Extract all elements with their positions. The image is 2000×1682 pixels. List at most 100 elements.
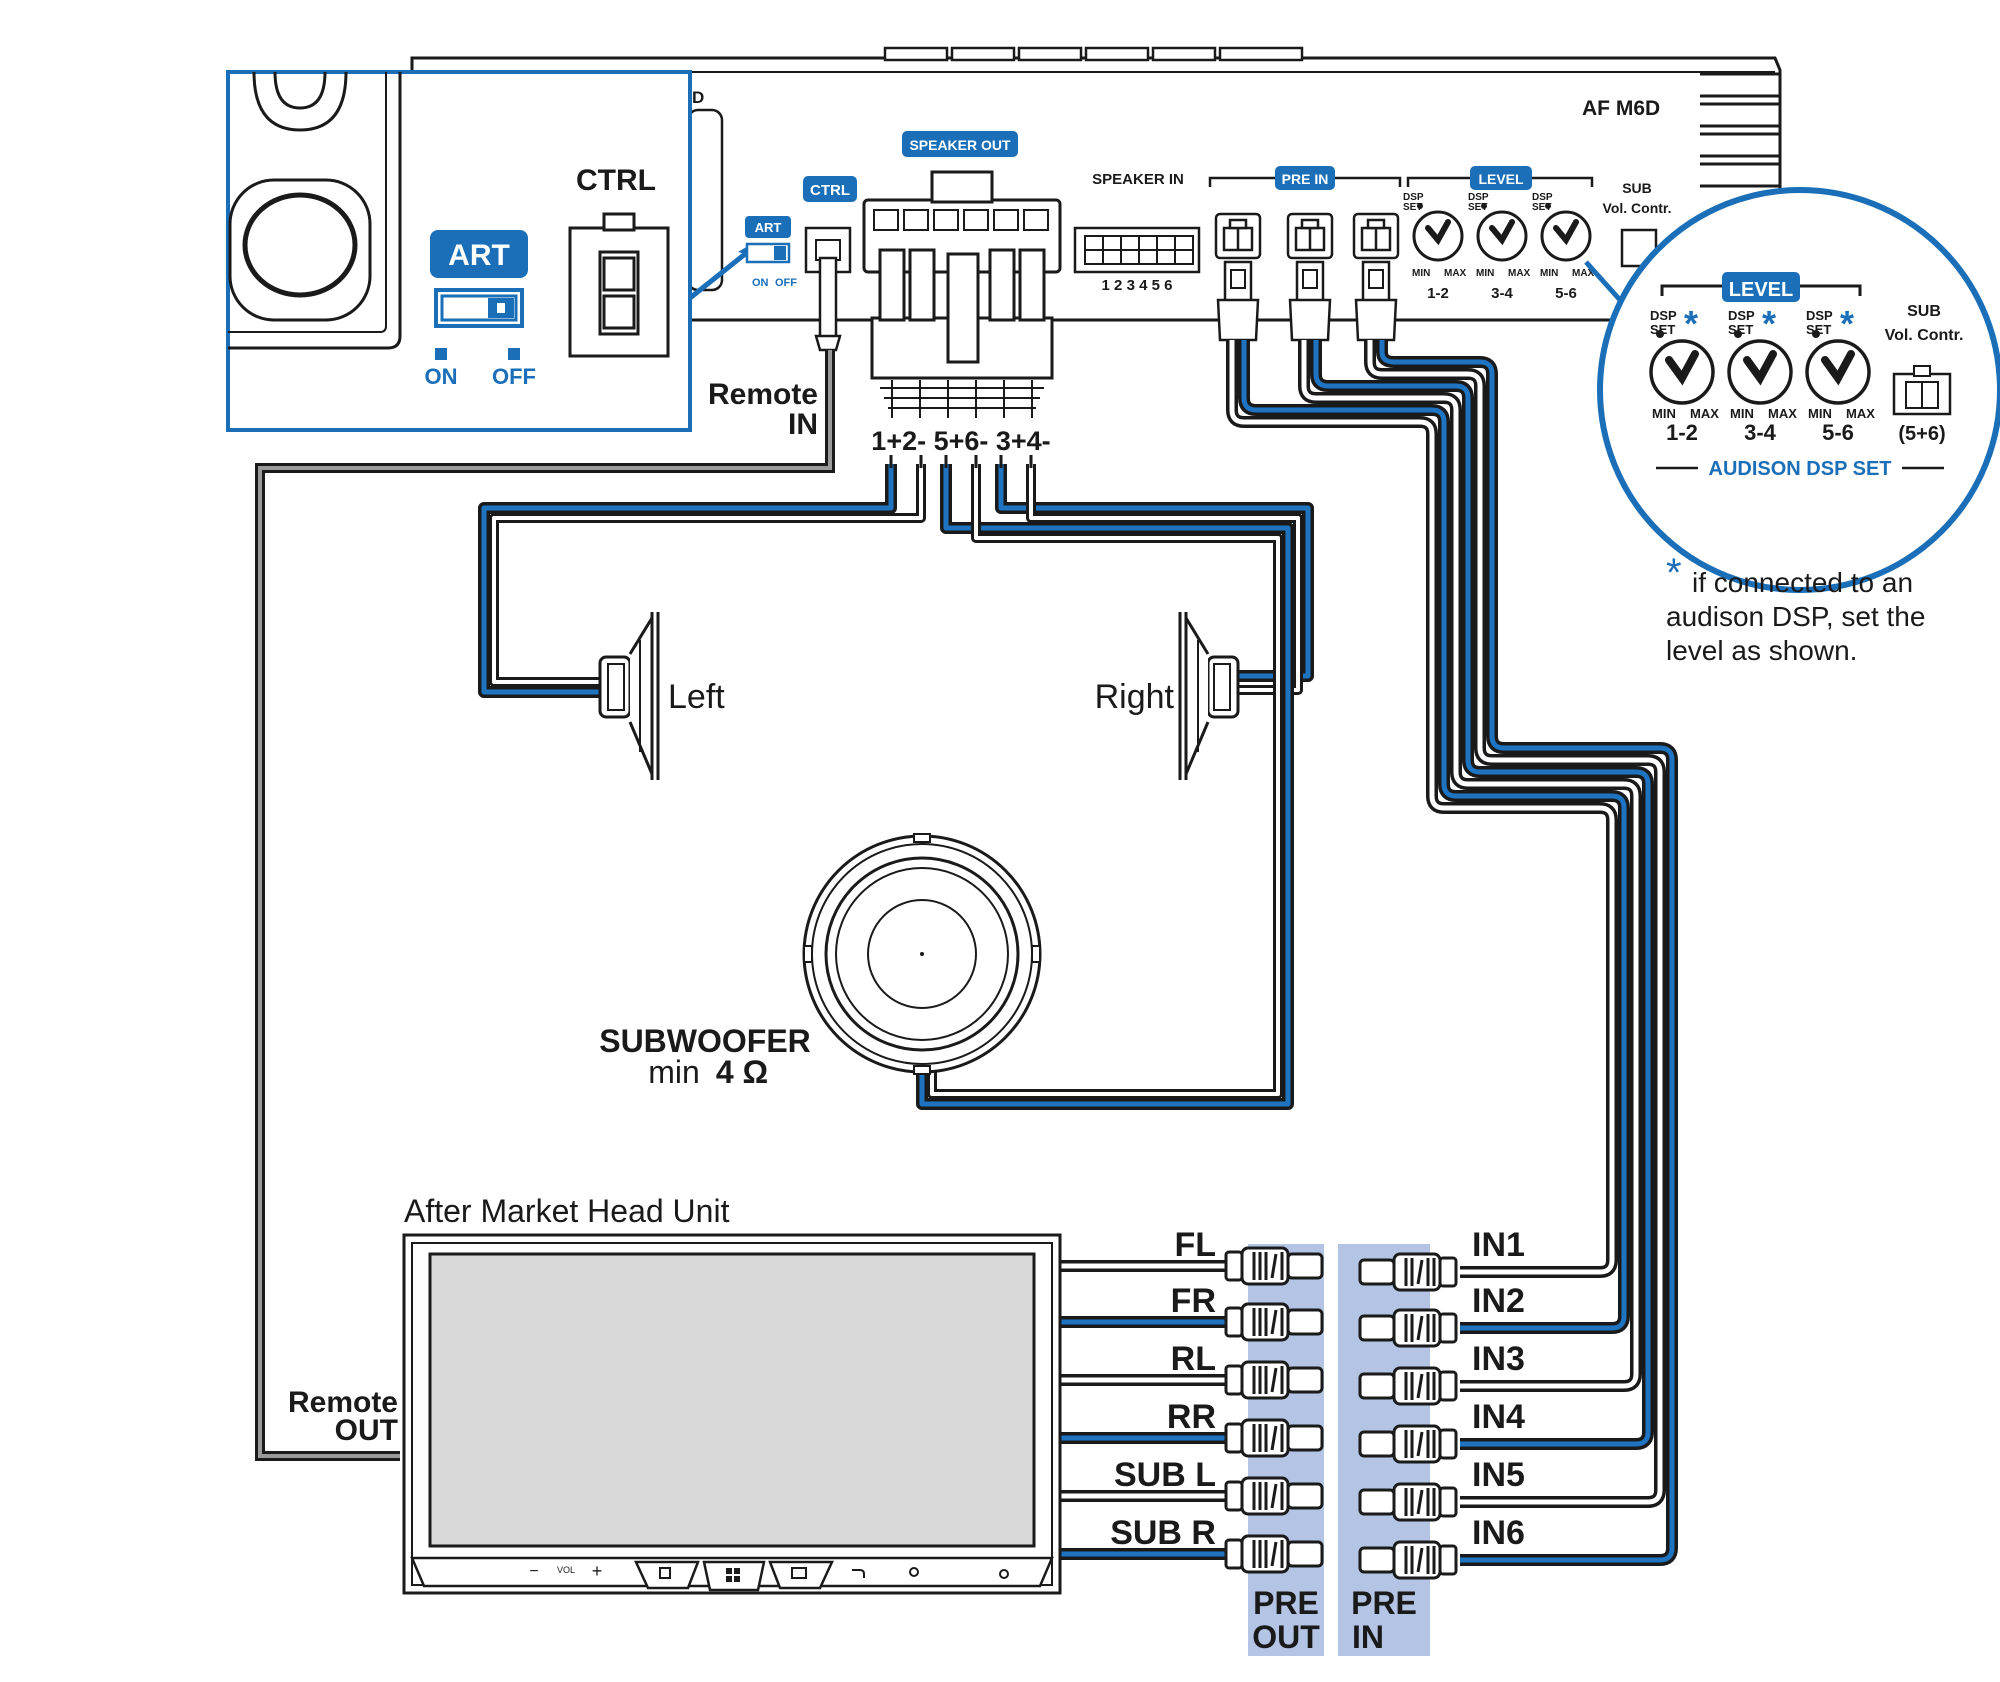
pre-out-label-1: PRE	[1253, 1585, 1319, 1621]
pre-in-label-1: PRE	[1351, 1585, 1417, 1621]
head-unit-screen[interactable]	[428, 1252, 1036, 1548]
rca-in-4[interactable]	[1358, 1424, 1458, 1464]
art-badge	[745, 216, 791, 238]
max-label-1: MAX	[1444, 268, 1467, 279]
max-label-2: MAX	[1508, 268, 1531, 279]
inset-max-3: MAX	[1846, 406, 1875, 421]
rca-in-3[interactable]	[1358, 1366, 1458, 1406]
dsp-level-inset: LEVEL DSP SET * DSP SET * DSP SET * MIN …	[1584, 187, 2000, 593]
sub-vol-label: Vol. Contr.	[1603, 200, 1672, 216]
subwoofer-impedance-prefix: min	[648, 1054, 700, 1090]
art-ctrl-inset: CTRL ART ON OFF	[226, 70, 748, 432]
pre-in-ch-3: IN3	[1472, 1340, 1525, 1378]
back-icon[interactable]	[852, 1569, 865, 1578]
inset-asterisk-3: *	[1840, 303, 1854, 344]
pre-out-ch-rr: RR	[1167, 1398, 1216, 1436]
amplifier-model: AF M6D	[1582, 97, 1660, 120]
subwoofer	[802, 833, 1042, 1075]
rca-out-sub-r[interactable]	[1224, 1534, 1324, 1574]
inset-asterisk-2: *	[1762, 303, 1776, 344]
note-line-1: if connected to an	[1692, 567, 1913, 598]
inset-sub-vol-port	[1892, 365, 1952, 416]
knob-small-label-2: 3-4	[1491, 285, 1513, 302]
pre-out-wires	[1058, 1260, 1226, 1560]
min-label-3: MIN	[1540, 268, 1558, 279]
vol-label: VOL	[557, 1565, 575, 1575]
wiring	[255, 340, 1678, 1566]
knob-small-label-1: 1-2	[1427, 285, 1449, 302]
inset-art-switch[interactable]	[434, 288, 524, 328]
pre-in-ports	[1214, 212, 1400, 342]
vol-minus-button[interactable]: −	[529, 1563, 538, 1580]
inset-dsp-2: DSP	[1728, 308, 1755, 323]
inset-sub-label: SUB	[1907, 303, 1941, 320]
pre-in-ch-6: IN6	[1472, 1514, 1525, 1552]
left-speaker	[598, 612, 660, 780]
art-off-label: OFF	[775, 277, 797, 289]
inset-min-2: MIN	[1730, 406, 1754, 421]
dsp-set-label-3b: SET	[1532, 202, 1551, 213]
inset-asterisk-1: *	[1684, 303, 1698, 344]
pre-in-ch-5: IN5	[1472, 1456, 1525, 1494]
pre-in-label-2: IN	[1352, 1619, 1384, 1655]
remote-in-label-2: IN	[788, 408, 818, 441]
art-switch-small[interactable]	[745, 242, 791, 264]
inset-level-badge	[1722, 272, 1800, 302]
right-speaker	[1178, 612, 1240, 780]
remote-in-label-1: Remote	[708, 378, 818, 411]
power-icon[interactable]	[999, 1569, 1009, 1579]
rca-in-1[interactable]	[1358, 1252, 1458, 1292]
dsp-set-label-1: DSP	[1403, 192, 1424, 203]
rca-out-rr[interactable]	[1224, 1418, 1324, 1458]
note-asterisk: *	[1666, 551, 1682, 595]
head-unit-left-button[interactable]	[634, 1560, 700, 1590]
rca-in-5[interactable]	[1358, 1482, 1458, 1522]
pre-out-ch-fr: FR	[1171, 1282, 1216, 1320]
speaker-pin-block: 1+2- 5+6- 3+4-	[871, 418, 1054, 468]
rca-out-fr[interactable]	[1224, 1302, 1324, 1342]
inset-caption: AUDISON DSP SET	[1709, 458, 1892, 480]
speaker-out-connector	[862, 170, 1062, 420]
min-label-1: MIN	[1412, 268, 1430, 279]
pre-in-harness	[1226, 340, 1678, 1566]
pre-in-ch-1: IN1	[1472, 1226, 1525, 1264]
left-speaker-label: Left	[668, 678, 725, 716]
remote-out-label-1: Remote	[288, 1386, 398, 1419]
pre-in-ch-2: IN2	[1472, 1282, 1525, 1320]
pre-out-ch-sub-r: SUB R	[1110, 1514, 1216, 1552]
speaker-pin-labels: 1+2- 5+6- 3+4-	[871, 426, 1050, 456]
inset-ctrl-port	[568, 212, 670, 358]
pre-in-ch-4: IN4	[1472, 1398, 1525, 1436]
note-line-2: audison DSP, set the	[1666, 601, 1925, 632]
pre-out-ch-sub-l: SUB L	[1114, 1456, 1216, 1494]
rca-out-fl[interactable]	[1224, 1246, 1324, 1286]
level-badge	[1470, 166, 1532, 190]
ctrl-badge	[803, 176, 857, 202]
speaker-in-connector	[1073, 226, 1201, 274]
speaker-out-label: SPEAKER OUT	[909, 137, 1011, 153]
rca-in-6[interactable]	[1358, 1540, 1458, 1580]
inset-max-2: MAX	[1768, 406, 1797, 421]
inset-sub-channels: (5+6)	[1898, 423, 1945, 445]
subwoofer-impedance-value: 4 Ω	[716, 1054, 768, 1090]
head-unit-right-button[interactable]	[768, 1560, 834, 1590]
dsp-set-label-2b: SET	[1468, 202, 1487, 213]
rca-in-2[interactable]	[1358, 1308, 1458, 1348]
inset-off-label: OFF	[492, 364, 536, 389]
pre-in-amp-label: PRE IN	[1282, 171, 1329, 187]
inset-dsp-1: DSP	[1650, 308, 1677, 323]
inset-sub-vol-label: Vol. Contr.	[1885, 327, 1964, 344]
art-label: ART	[755, 220, 782, 235]
pre-out-ch-fl: FL	[1174, 1226, 1216, 1264]
pre-in-badge	[1275, 166, 1335, 190]
vol-plus-button[interactable]: +	[592, 1561, 603, 1581]
inset-knob-label-2: 3-4	[1744, 420, 1777, 445]
inset-on-label: ON	[425, 364, 458, 389]
heatsink-fins	[1700, 72, 1782, 188]
inset-max-1: MAX	[1690, 406, 1719, 421]
speaker-out-badge	[902, 131, 1018, 157]
subwoofer-label: SUBWOOFER	[599, 1023, 811, 1059]
rca-out-rl[interactable]	[1224, 1360, 1324, 1400]
rca-out-sub-l[interactable]	[1224, 1476, 1324, 1516]
